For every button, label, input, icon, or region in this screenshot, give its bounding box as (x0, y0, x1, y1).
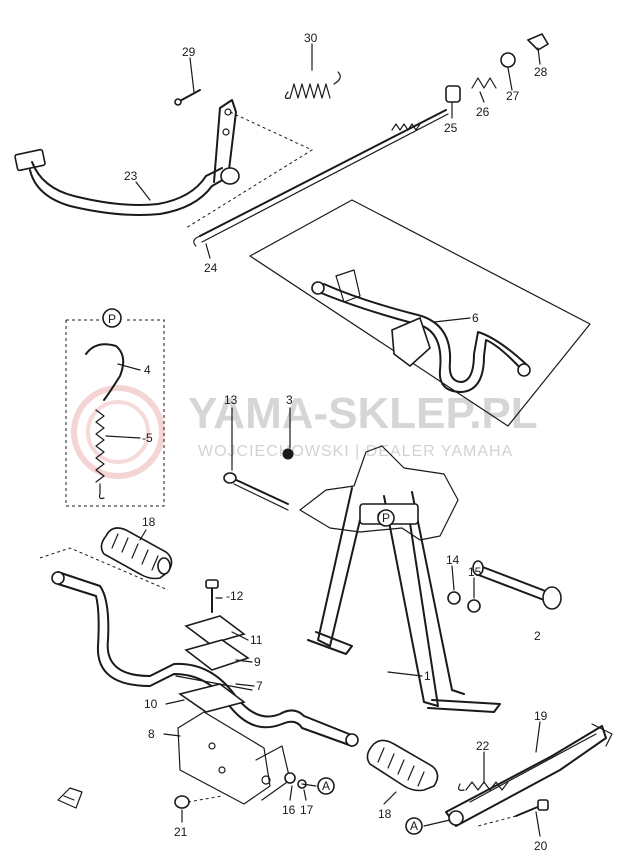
svg-text:P: P (382, 511, 390, 525)
bolt-20 (477, 799, 549, 827)
label-4: 4 (144, 363, 151, 377)
watermark-logo-icon (71, 385, 165, 479)
footrest-bar (39, 547, 359, 747)
label-28: 28 (534, 65, 548, 79)
label-20: 20 (534, 839, 548, 853)
label-3: 3 (286, 393, 293, 407)
label-10: 10 (144, 697, 158, 711)
corner-icon (57, 787, 83, 809)
side-stand-19 (445, 723, 613, 827)
label-27: 27 (506, 89, 520, 103)
label-7: 7 (256, 679, 263, 693)
label-5: -5 (142, 431, 153, 445)
watermark: YAMA-SKLEP.PL WOJCIECHOWSKI | DEALER YAM… (71, 385, 538, 479)
label-18-left: 18 (142, 515, 156, 529)
rod-hardware-25-28 (445, 32, 550, 103)
svg-text:P: P (108, 312, 116, 326)
label-18-right: 18 (378, 807, 392, 821)
watermark-title: YAMA-SKLEP.PL (188, 389, 538, 438)
label-13: 13 (224, 393, 238, 407)
label-2: 2 (534, 629, 541, 643)
label-23: 23 (124, 169, 138, 183)
label-11: 11 (250, 633, 263, 647)
label-19: 19 (534, 709, 548, 723)
label-26: 26 (476, 105, 490, 119)
brake-pedal-23 (14, 99, 240, 216)
label-22: 22 (476, 739, 490, 753)
label-25: 25 (444, 121, 458, 135)
bolt-12 (205, 579, 219, 613)
label-21: 21 (174, 825, 188, 839)
washers-14-15 (447, 591, 481, 613)
label-29: 29 (182, 45, 196, 59)
bolt-13 (223, 472, 289, 511)
label-16: 16 (282, 803, 296, 817)
stand-bracket-6 (249, 199, 591, 427)
leader-lines (105, 43, 541, 837)
washer-16-bolt-17 (284, 772, 307, 789)
label-14: 14 (446, 553, 460, 567)
marker-a-right: A (405, 817, 423, 835)
footpeg-rubber-18-left (100, 527, 173, 580)
spring-group-4-5 (65, 319, 165, 507)
svg-text:A: A (322, 779, 330, 793)
watermark-subtitle: WOJCIECHOWSKI | DEALER YAMAHA (198, 443, 513, 460)
marker-a-left: A (317, 777, 335, 795)
label-12: -12 (226, 589, 244, 603)
spring-22 (458, 781, 509, 791)
marker-p-top: P (102, 308, 122, 328)
spring-30 (284, 71, 341, 99)
footrest-plates-7-11 (175, 615, 253, 713)
pivot-shaft-2 (472, 560, 562, 610)
label-9: 9 (254, 655, 261, 669)
label-17: 17 (300, 803, 314, 817)
main-stand-1 (299, 445, 501, 713)
nut-3 (282, 448, 294, 460)
label-24: 24 (204, 261, 218, 275)
label-30: 30 (304, 31, 318, 45)
part-labels: 23 29 30 25 26 27 28 24 6 4 -5 13 3 18 1… (124, 31, 548, 853)
rod-24 (193, 109, 449, 247)
footpeg-rubber-18-right (366, 739, 439, 792)
pin-29 (174, 89, 201, 106)
label-8: 8 (148, 727, 155, 741)
label-15: 15 (468, 565, 482, 579)
label-1: 1 (424, 669, 431, 683)
footrest-bracket-8 (177, 711, 291, 805)
marker-p-stand: P (377, 509, 395, 527)
label-6: 6 (472, 311, 479, 325)
svg-text:A: A (410, 819, 418, 833)
nut-21 (174, 795, 223, 809)
